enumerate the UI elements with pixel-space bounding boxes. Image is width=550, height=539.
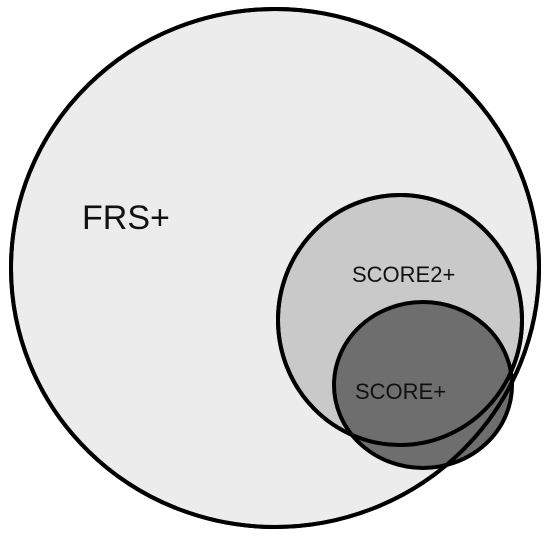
set-label-frs: FRS+	[82, 199, 170, 237]
set-outline-frs	[9, 7, 541, 529]
set-label-score: SCORE+	[355, 379, 446, 404]
set-label-score2: SCORE2+	[352, 262, 455, 287]
set-outline-score2	[276, 193, 524, 447]
